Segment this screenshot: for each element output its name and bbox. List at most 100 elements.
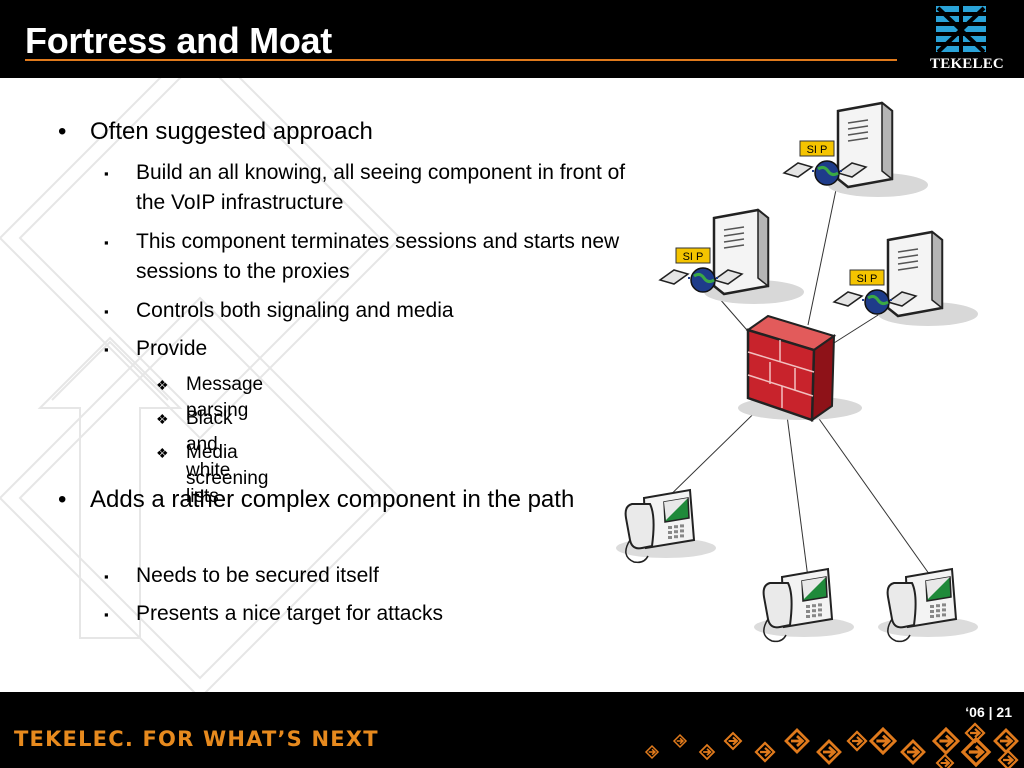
keypad-key bbox=[818, 603, 822, 607]
keypad-key bbox=[668, 531, 672, 534]
bullet-text-level-1: Often suggested approach bbox=[90, 118, 373, 145]
page-number: ‘06 | 21 bbox=[965, 704, 1012, 720]
keypad-key bbox=[942, 613, 946, 617]
arrow-icon bbox=[698, 743, 716, 761]
bullet-marker: ▪ bbox=[104, 569, 109, 584]
keypad-key bbox=[680, 529, 684, 533]
server-vent bbox=[723, 226, 745, 231]
mini-phone-icon bbox=[658, 269, 690, 285]
connection-line bbox=[807, 179, 839, 326]
bullet-text-level-1: Adds a rather complex component in the p… bbox=[90, 486, 575, 513]
keypad-key bbox=[930, 615, 934, 618]
ip-phone-left bbox=[616, 488, 716, 564]
bullet-text-level-3: Black and white lists bbox=[186, 408, 233, 507]
keypad-key bbox=[674, 525, 678, 529]
handset-cord bbox=[625, 539, 649, 564]
keypad-key bbox=[942, 603, 946, 607]
server-vent bbox=[897, 248, 919, 253]
bullet-marker: • bbox=[58, 486, 67, 513]
keypad-key bbox=[806, 615, 810, 618]
ip-phone-right bbox=[878, 567, 978, 643]
globe-land bbox=[817, 165, 839, 177]
sip-tag bbox=[675, 247, 711, 264]
handset bbox=[886, 582, 917, 629]
keypad-key bbox=[668, 536, 672, 539]
bullet-text-level-2: Build an all knowing, all seeing compone… bbox=[136, 161, 626, 214]
bullet-text-level-2: Presents a nice target for attacks bbox=[136, 602, 443, 625]
arrow-icon bbox=[868, 726, 898, 756]
mini-phone-icon bbox=[836, 162, 868, 178]
server-vent bbox=[847, 131, 869, 136]
arrow-icon bbox=[964, 722, 986, 744]
keypad-key bbox=[818, 608, 822, 612]
keypad-key bbox=[680, 534, 684, 538]
bullet-marker: ▪ bbox=[104, 166, 109, 181]
arrow-icon bbox=[723, 731, 743, 751]
footer-tagline: TEKELEC. FOR WHAT’S NEXT bbox=[14, 727, 379, 751]
firewall-side bbox=[810, 334, 836, 422]
keypad-key bbox=[936, 614, 940, 618]
sip-server-top: SI P bbox=[782, 101, 928, 197]
arrow-icon bbox=[960, 736, 992, 768]
title-bar bbox=[0, 0, 1024, 78]
keypad-key bbox=[812, 614, 816, 618]
sip-tag-label: SI P bbox=[683, 251, 704, 263]
keypad-key bbox=[806, 610, 810, 613]
handset-cord bbox=[887, 618, 911, 643]
arrow-icon bbox=[993, 728, 1019, 754]
footer-bar bbox=[0, 692, 1024, 768]
server-vent bbox=[723, 244, 745, 249]
arrow-icon bbox=[935, 753, 955, 768]
keypad-key bbox=[812, 609, 816, 613]
screen-glare bbox=[664, 498, 688, 520]
bullet-marker: ▪ bbox=[104, 342, 109, 357]
server-vent bbox=[847, 119, 869, 124]
bullet-marker: ▪ bbox=[104, 235, 109, 250]
keypad-key bbox=[806, 605, 810, 608]
bullet-marker: ▪ bbox=[104, 304, 109, 319]
server-side bbox=[757, 208, 769, 288]
ip-phone-middle bbox=[754, 567, 854, 643]
screen-glare bbox=[926, 577, 950, 599]
bullet-marker: • bbox=[58, 118, 67, 145]
keypad-key bbox=[674, 530, 678, 534]
server-side bbox=[881, 101, 893, 181]
arrow-icon bbox=[997, 749, 1019, 768]
arrow-icon bbox=[846, 730, 868, 752]
keypad-key bbox=[930, 610, 934, 613]
handset bbox=[762, 582, 793, 629]
sip-tag bbox=[799, 140, 835, 157]
keypad-key bbox=[812, 604, 816, 608]
server-vent bbox=[897, 254, 919, 259]
firewall-icon bbox=[738, 314, 862, 422]
arrow-icon bbox=[754, 741, 776, 763]
mini-phone-icon bbox=[782, 162, 814, 178]
keypad-key bbox=[942, 608, 946, 612]
bullet-marker: ❖ bbox=[156, 445, 169, 461]
bullet-text-level-2: This component terminates sessions and s… bbox=[136, 230, 620, 283]
bullet-marker: ❖ bbox=[156, 411, 169, 427]
background-arrow-watermark bbox=[0, 78, 400, 692]
bullet-text-level-2: Needs to be secured itself bbox=[136, 564, 379, 587]
bullet-marker: ▪ bbox=[104, 607, 109, 622]
connection-line bbox=[799, 391, 933, 579]
server-vent bbox=[897, 260, 919, 265]
keypad-key bbox=[674, 535, 678, 539]
arrow-icon bbox=[931, 726, 961, 756]
keypad-key bbox=[668, 526, 672, 529]
tekelec-logo-icon bbox=[936, 6, 986, 54]
slide-title: Fortress and Moat bbox=[25, 20, 332, 61]
connection-line bbox=[784, 399, 809, 579]
globe-land bbox=[693, 272, 715, 284]
sip-server-right: SI P bbox=[832, 230, 978, 326]
arrow-icon bbox=[900, 739, 926, 765]
logo-wordmark: TEKELEC bbox=[930, 56, 1004, 72]
handset bbox=[624, 503, 655, 550]
footer-arrows-decoration bbox=[644, 722, 1019, 768]
server-vent bbox=[723, 238, 745, 243]
server-side bbox=[931, 230, 943, 310]
server-vent bbox=[847, 137, 869, 142]
server-vent bbox=[847, 125, 869, 130]
sip-server-left: SI P bbox=[658, 208, 804, 304]
keypad-key bbox=[936, 609, 940, 613]
